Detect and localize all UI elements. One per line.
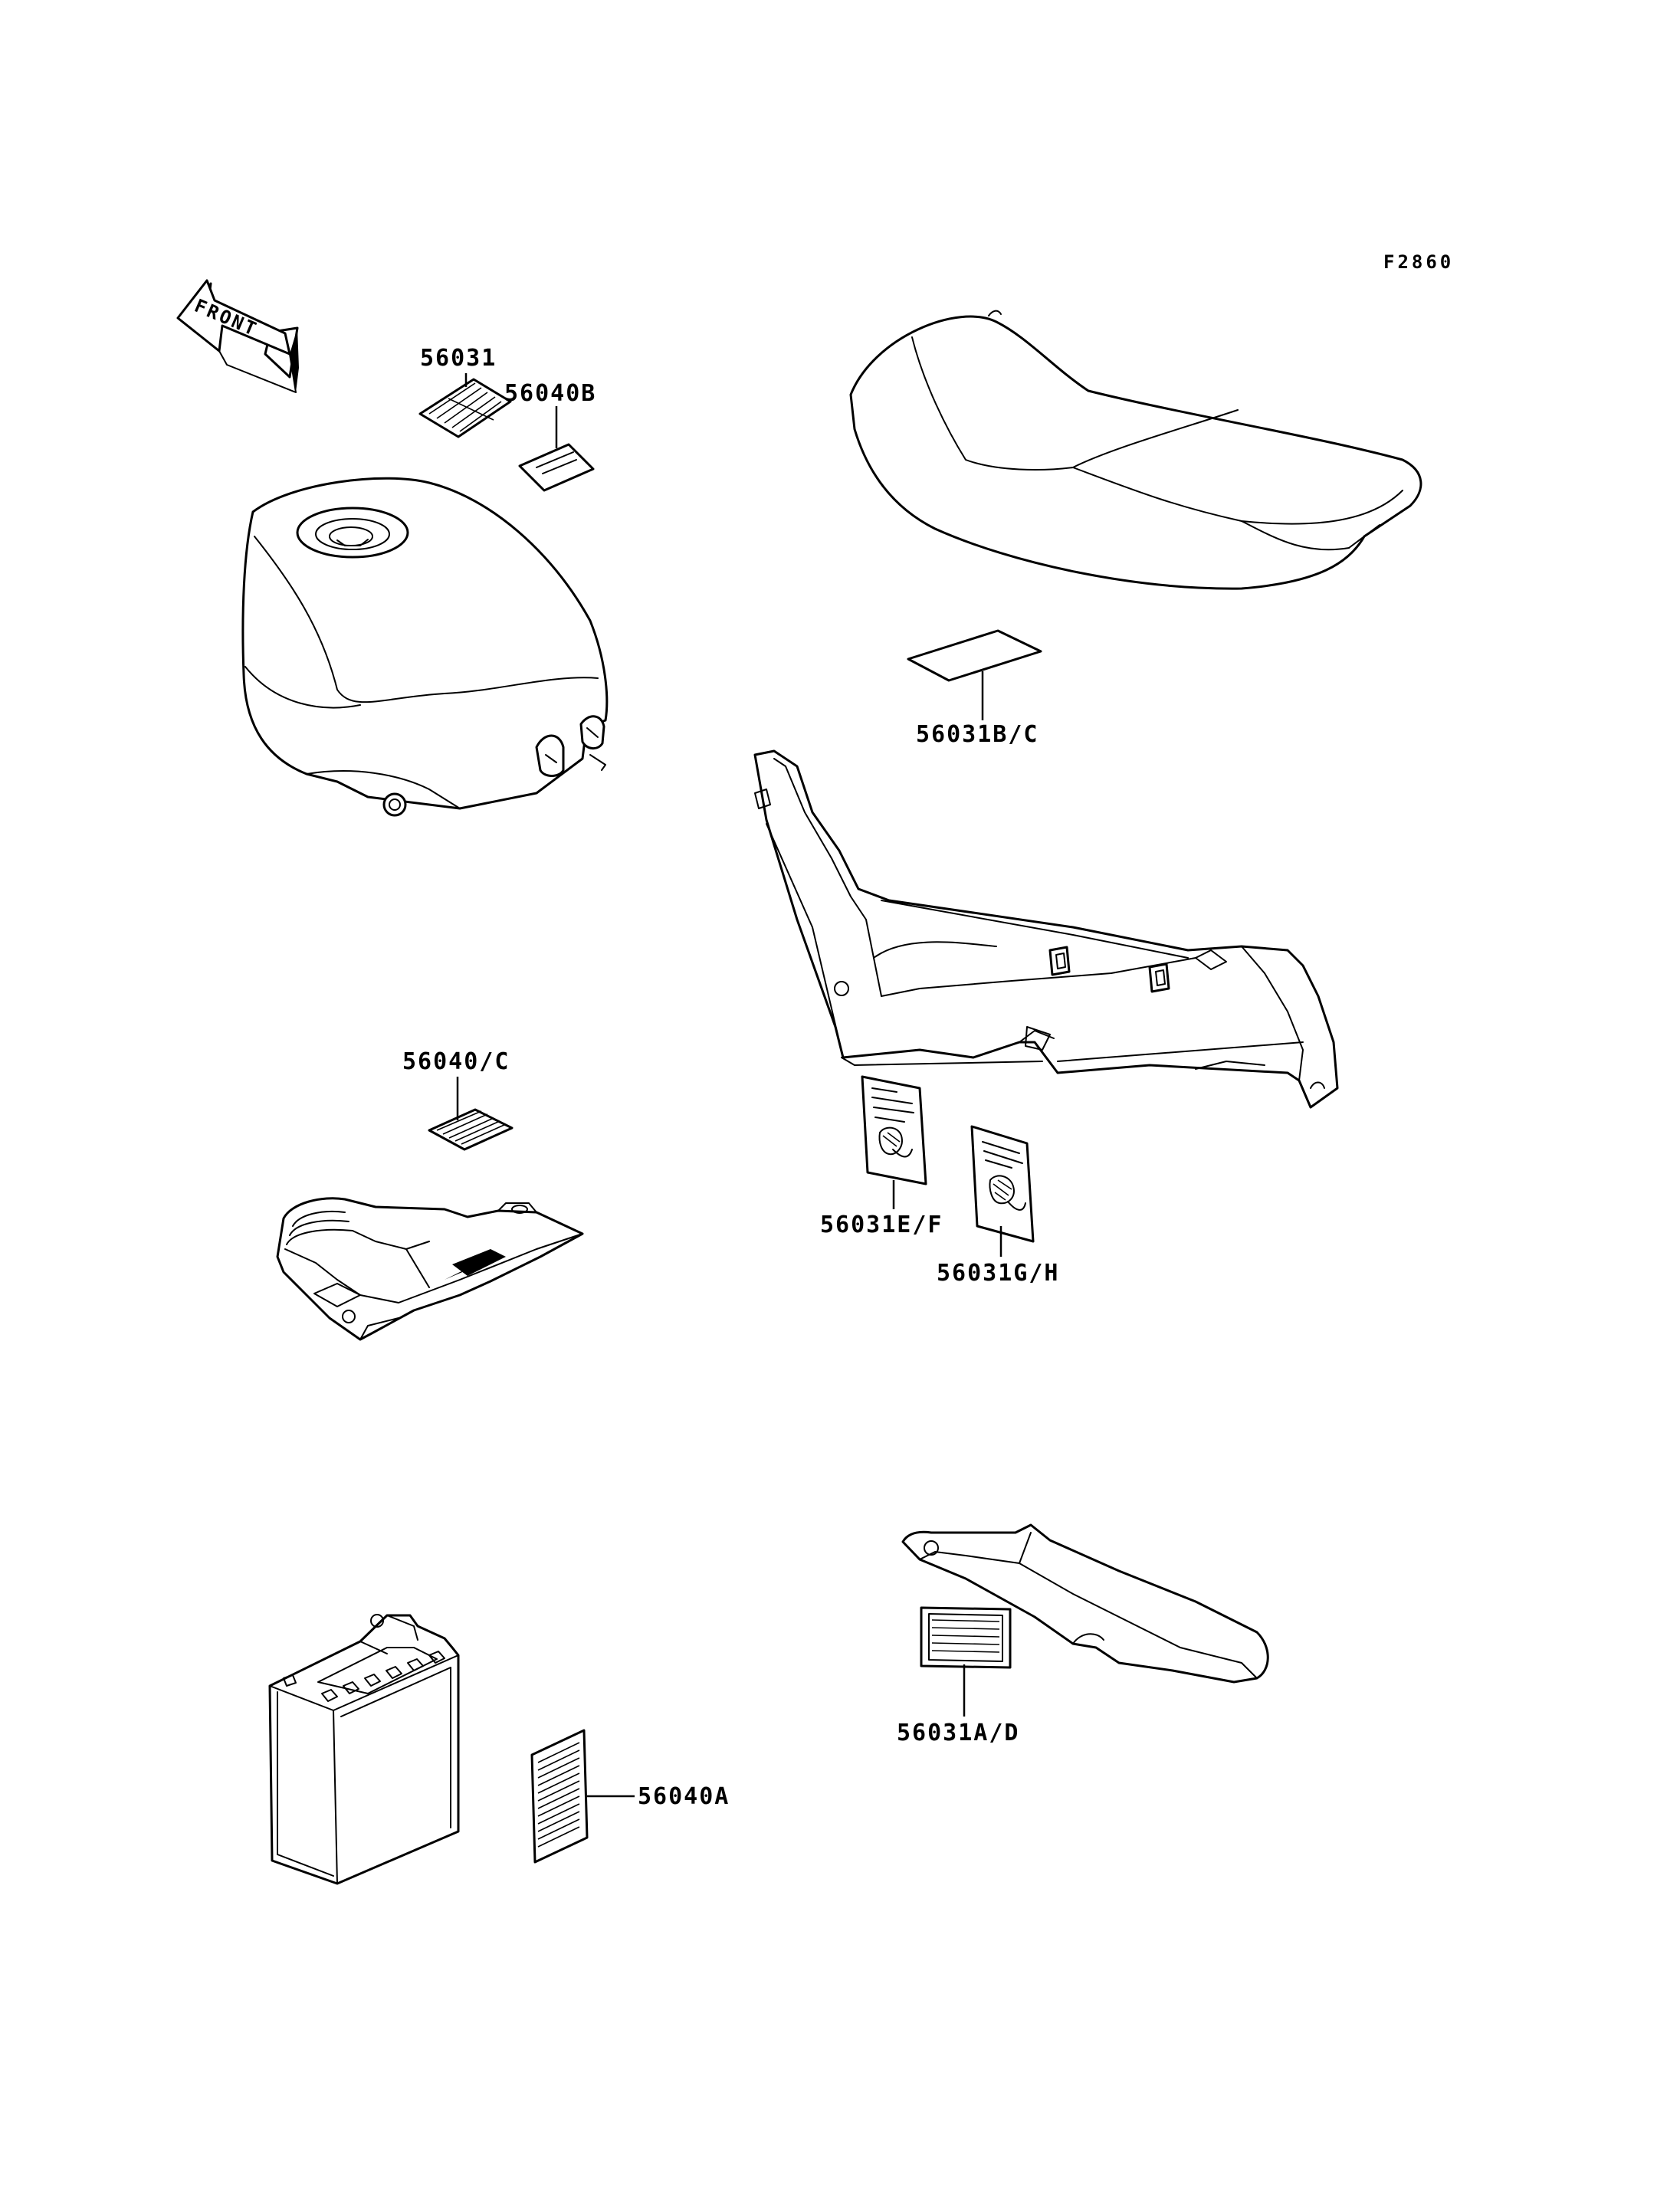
callout-56040a: 56040A [638,1783,730,1810]
callout-56031ef: 56031E/F [820,1212,943,1238]
front-arrow-icon: FRONT [176,279,299,393]
label-56040c-part [428,1108,514,1151]
label-56040b-part [518,443,595,492]
label-56031ef-part [861,1075,927,1185]
callout-56031gh: 56031G/H [937,1260,1060,1287]
chain-guard-part [901,1523,1269,1684]
battery-part [268,1614,460,1885]
label-56031-part [418,378,512,438]
callout-56040c: 56040/C [402,1048,510,1075]
callout-56031bc: 56031B/C [916,721,1039,748]
label-56031bc-part [907,629,1042,682]
label-56031gh-part [970,1125,1035,1243]
seat-part [849,310,1422,590]
battery-tray-part [276,1197,584,1341]
fuel-tank-part [241,477,609,817]
callout-56031ad: 56031A/D [897,1720,1020,1746]
callout-56040b: 56040B [504,380,596,407]
callout-56031: 56031 [420,345,497,372]
label-56031ad-part [920,1606,1012,1669]
side-cover-part [753,749,1339,1109]
figure-id: F2860 [1383,251,1454,273]
label-56040a-part [530,1729,589,1864]
